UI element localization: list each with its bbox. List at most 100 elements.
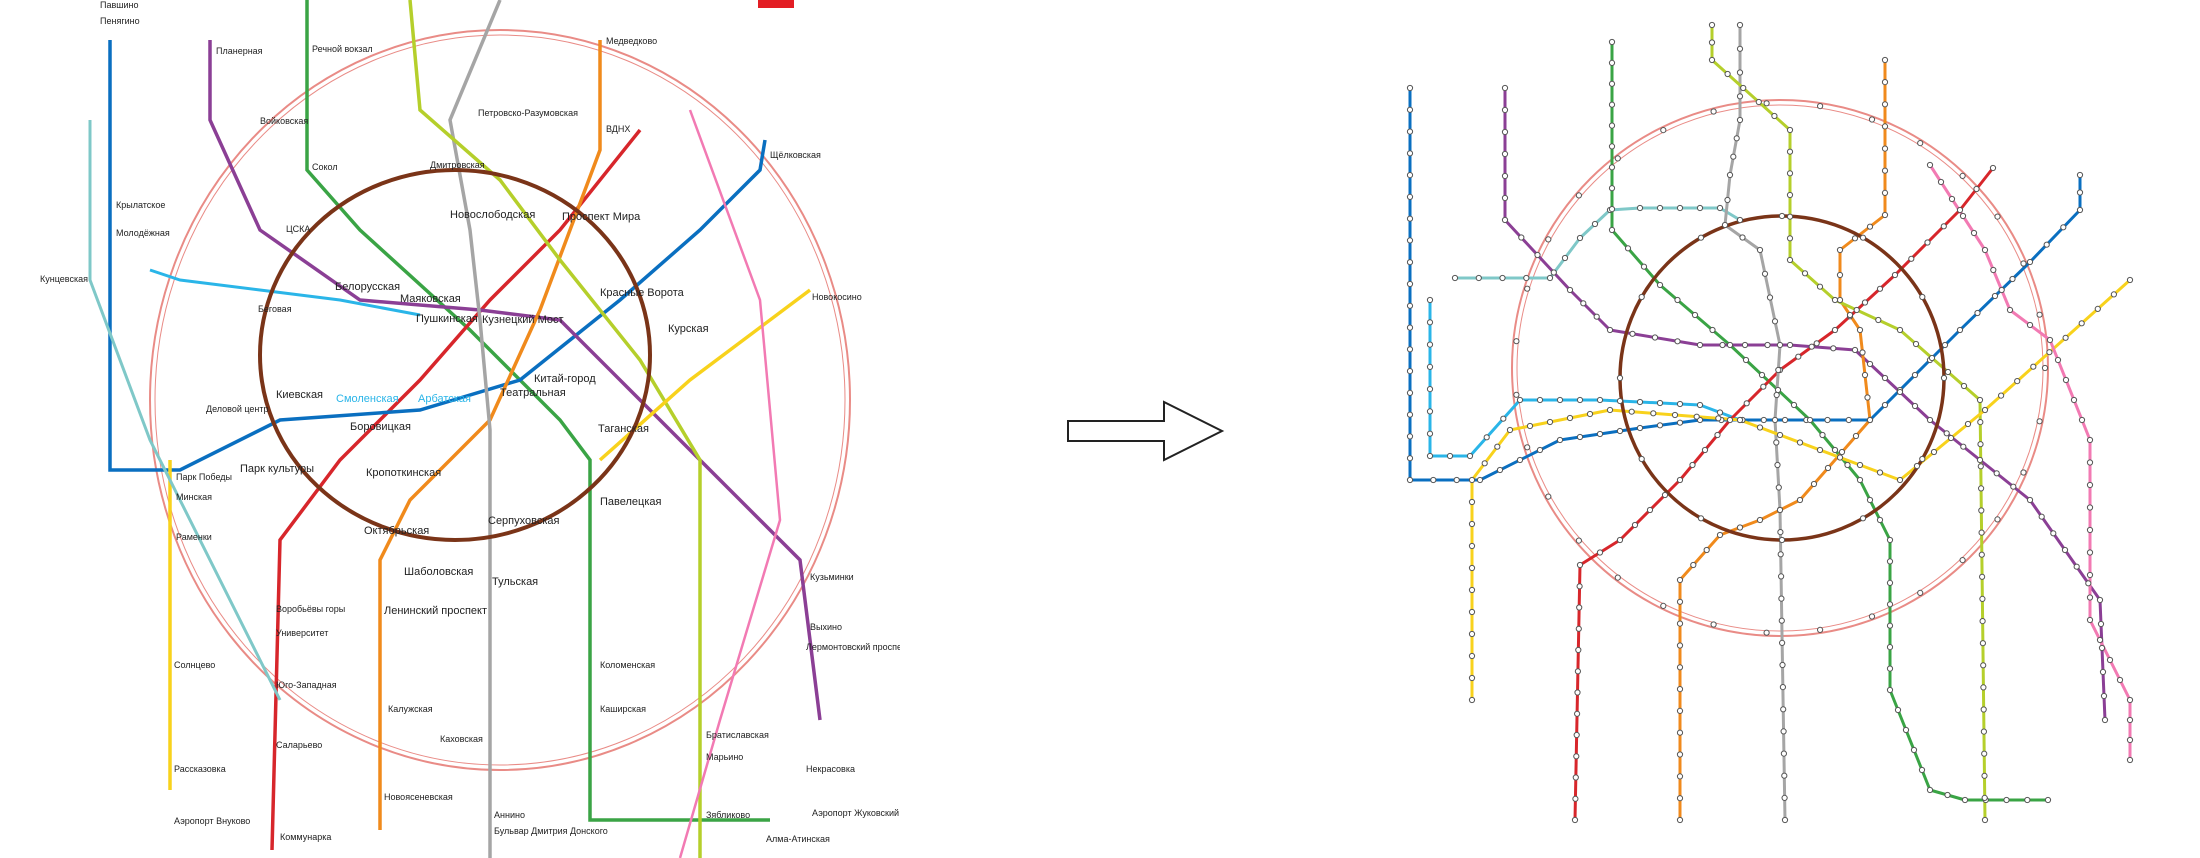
station-node — [1796, 496, 1804, 504]
station-node — [2086, 549, 2094, 556]
label-airport-zhukovsky: Аэропорт Жуковский — [812, 808, 899, 818]
ring-station-node — [1763, 629, 1770, 636]
station-node — [1910, 746, 1918, 754]
station-node — [1430, 476, 1437, 484]
station-node — [1676, 773, 1684, 780]
station-node — [1636, 398, 1644, 406]
station-node — [1536, 396, 1544, 404]
station-node — [2086, 436, 2094, 444]
station-node — [1796, 439, 1804, 446]
label-teatralnaya: Театральная — [500, 387, 566, 399]
station-node — [1836, 246, 1844, 254]
station-node — [1494, 443, 1501, 450]
label-bulvar-dmitriya: Бульвар Дмитрия Донского — [494, 826, 608, 836]
station-node — [1468, 498, 1476, 506]
ring-station-node — [1710, 108, 1717, 115]
station-node — [1714, 431, 1721, 439]
station-node — [1786, 148, 1794, 155]
station-node — [1629, 330, 1636, 337]
station-node — [1977, 463, 1984, 470]
station-node — [1709, 326, 1716, 334]
station-node — [1776, 341, 1784, 349]
right-ring-brown — [1618, 214, 1946, 542]
station-node — [1501, 150, 1509, 158]
label-begovaya: Беговая — [258, 304, 292, 314]
station-node — [1676, 795, 1684, 802]
station-node — [1580, 300, 1587, 307]
station-node — [1574, 668, 1582, 675]
station-node — [1881, 374, 1889, 382]
label-smolenskaya: Смоленская — [336, 393, 399, 405]
station-node — [1676, 686, 1684, 693]
label-salaryevo: Саларьево — [276, 740, 322, 750]
station-node — [1786, 126, 1794, 134]
station-node — [1781, 416, 1789, 424]
label-medvedkovo: Медведково — [606, 36, 657, 46]
label-tulskaya: Тульская — [492, 576, 538, 588]
station-node — [1980, 706, 1987, 713]
station-node — [2026, 321, 2034, 329]
station-node — [1773, 439, 1780, 446]
left-ring-brown — [258, 168, 652, 542]
station-node — [1516, 396, 1524, 404]
station-node — [1779, 661, 1786, 669]
ring-station-node — [1778, 536, 1786, 544]
station-node — [1676, 204, 1684, 212]
station-node — [2096, 596, 2104, 604]
station-node — [2078, 320, 2085, 327]
left-line-red — [270, 128, 642, 851]
station-node — [2010, 483, 2017, 490]
station-node — [1993, 470, 2000, 477]
station-node — [2126, 756, 2134, 764]
station-node — [1608, 206, 1616, 213]
label-novoslobodskaya: Новослободская — [450, 209, 535, 221]
right-line-yellow — [1470, 278, 2132, 700]
station-node — [1671, 411, 1679, 419]
station-node — [1406, 193, 1414, 200]
label-oktyabrskaya: Октябрьская — [364, 525, 429, 537]
label-novokosino: Новокосино — [812, 292, 862, 302]
station-node — [1978, 529, 1985, 536]
station-node — [1726, 171, 1734, 179]
station-node — [1859, 349, 1866, 356]
station-node — [1676, 664, 1684, 671]
right-line-purple — [1503, 88, 2107, 721]
right-line-pink — [1928, 164, 2132, 760]
label-kitay-gorod: Китай-город — [534, 373, 596, 385]
label-vorobyovy: Воробьёвы горы — [276, 604, 345, 614]
station-node — [1406, 346, 1414, 353]
station-node — [2086, 616, 2094, 624]
station-node — [1894, 706, 1902, 714]
station-node — [1572, 795, 1579, 802]
station-node — [2126, 716, 2134, 724]
label-tsska: ЦСКА — [286, 224, 310, 234]
station-node — [1650, 410, 1657, 417]
station-node — [1556, 396, 1564, 404]
station-node — [1790, 401, 1798, 409]
right-line-lightblue — [1428, 300, 1741, 458]
station-node — [1736, 416, 1744, 424]
station-node — [2100, 692, 2108, 700]
station-node — [2061, 546, 2069, 554]
ring-station-node — [1513, 391, 1520, 398]
label-bratislavskaya: Братиславская — [706, 730, 769, 740]
station-node — [1550, 269, 1557, 276]
label-vykhino: Выхино — [810, 622, 842, 632]
label-kommunarka: Коммунарка — [280, 832, 331, 842]
station-node — [1780, 728, 1787, 735]
station-node — [1526, 422, 1534, 430]
station-node — [1866, 416, 1874, 424]
station-node — [1608, 164, 1616, 171]
ring-station-node — [2036, 311, 2043, 318]
right-line-lime — [1710, 25, 1987, 821]
ring-station-node — [2041, 364, 2049, 372]
station-node — [1974, 309, 1981, 317]
legend-accent-bar — [758, 0, 794, 8]
station-node — [1501, 216, 1509, 224]
station-node — [1606, 406, 1614, 414]
station-node — [1856, 476, 1864, 484]
station-node — [1576, 604, 1583, 611]
station-node — [1959, 212, 1967, 220]
station-node — [2086, 459, 2094, 466]
station-node — [1743, 400, 1750, 407]
